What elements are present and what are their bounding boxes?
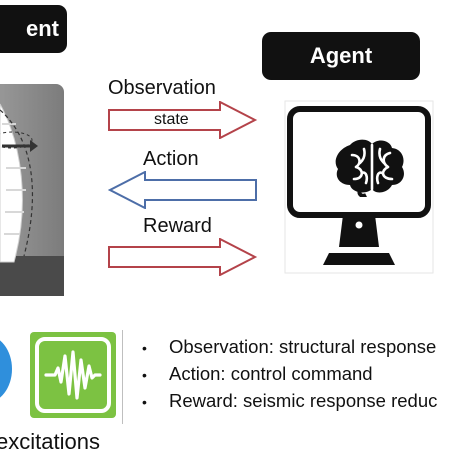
action-arrow	[108, 171, 258, 209]
list-item-text: Observation: structural response	[169, 336, 437, 357]
excitations-label: excitations	[0, 429, 100, 454]
agent-label: Agent	[262, 32, 420, 80]
environment-label: ent	[0, 5, 67, 53]
building-icon	[0, 84, 66, 296]
bullet-icon: •	[142, 367, 147, 383]
list-item: • Observation: structural response	[142, 334, 474, 361]
observation-arrow	[108, 101, 258, 139]
list-item: • Action: control command	[142, 361, 474, 388]
sphere-icon	[0, 334, 14, 404]
list-item: • Reward: seismic response reduc	[142, 388, 474, 415]
reward-label: Reward	[143, 215, 212, 237]
observation-sub-label: state	[154, 111, 189, 128]
action-label: Action	[143, 148, 199, 170]
observation-label: Observation	[108, 77, 216, 99]
environment-label-text: ent	[26, 16, 59, 41]
seismic-wave-icon	[28, 330, 118, 420]
list-item-text: Reward: seismic response reduc	[169, 390, 438, 411]
agent-label-text: Agent	[309, 43, 373, 68]
definition-list: • Observation: structural response • Act…	[142, 334, 474, 415]
bullet-icon: •	[142, 340, 147, 356]
bullet-icon: •	[142, 394, 147, 410]
reward-arrow	[108, 238, 258, 276]
divider	[122, 330, 123, 424]
brain-icon	[332, 137, 408, 197]
list-item-text: Action: control command	[169, 363, 373, 384]
